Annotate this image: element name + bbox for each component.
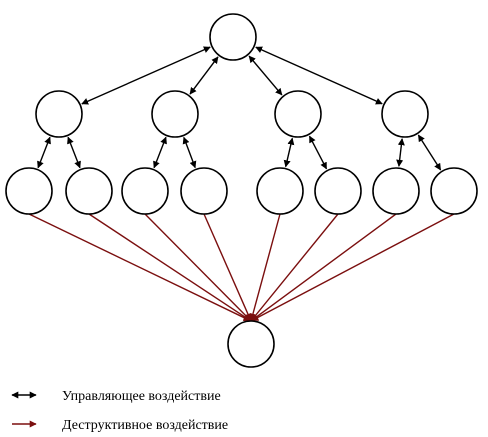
- control-edge-l1-b-to-l2-b2: [182, 136, 197, 169]
- destructive-edge-l2-a1-to-target: [28, 213, 251, 322]
- nodes: [5, 13, 478, 368]
- control-edge-l1-d-to-l2-d1: [396, 138, 405, 167]
- control-edge-root-to-l1-d: [255, 46, 383, 105]
- control-edge-root-to-l1-c: [248, 55, 283, 96]
- control-edge-root-to-l1-b: [189, 56, 219, 95]
- legend: Управляющее воздействие Деструктивное во…: [11, 389, 228, 433]
- destructive-edge-l2-c1-to-target: [249, 213, 281, 321]
- control-edge-l1-c-to-l2-c1: [283, 137, 295, 168]
- destructive-edge-l2-b2-to-target: [203, 213, 252, 321]
- node-l2-a1: [5, 167, 53, 215]
- destructive-edges: [28, 213, 455, 322]
- node-l2-b1: [121, 167, 169, 215]
- destructive-edge-l2-a2-to-target: [88, 213, 251, 322]
- control-edge-root-to-l1-a: [81, 46, 211, 105]
- control-edges: [37, 46, 442, 171]
- legend-control-label: Управляющее воздействие: [62, 389, 221, 404]
- node-l2-c1: [256, 167, 304, 215]
- destructive-edge-l2-d1-to-target: [251, 213, 397, 321]
- legend-destructive-label: Деструктивное воздействие: [62, 418, 228, 433]
- control-edge-l1-d-to-l2-d2: [417, 134, 442, 171]
- node-target: [227, 320, 275, 368]
- control-edge-l1-a-to-l2-a1: [37, 136, 51, 169]
- node-l2-a2: [65, 167, 113, 215]
- destructive-edge-l2-c2-to-target: [251, 213, 339, 321]
- node-l2-d1: [372, 167, 420, 215]
- node-l1-b: [151, 90, 199, 138]
- node-l2-d2: [430, 167, 478, 215]
- destructive-edge-l2-d2-to-target: [251, 213, 455, 322]
- node-l2-b2: [180, 167, 228, 215]
- node-l1-d: [381, 90, 429, 138]
- control-edge-l1-c-to-l2-c2: [308, 135, 328, 170]
- control-edge-l1-a-to-l2-a2: [67, 136, 81, 169]
- control-edge-l1-b-to-l2-b1: [153, 136, 167, 169]
- node-l2-c2: [314, 167, 362, 215]
- node-l1-c: [274, 90, 322, 138]
- node-l1-a: [35, 90, 83, 138]
- destructive-edge-l2-b1-to-target: [144, 213, 251, 321]
- node-root: [209, 13, 257, 61]
